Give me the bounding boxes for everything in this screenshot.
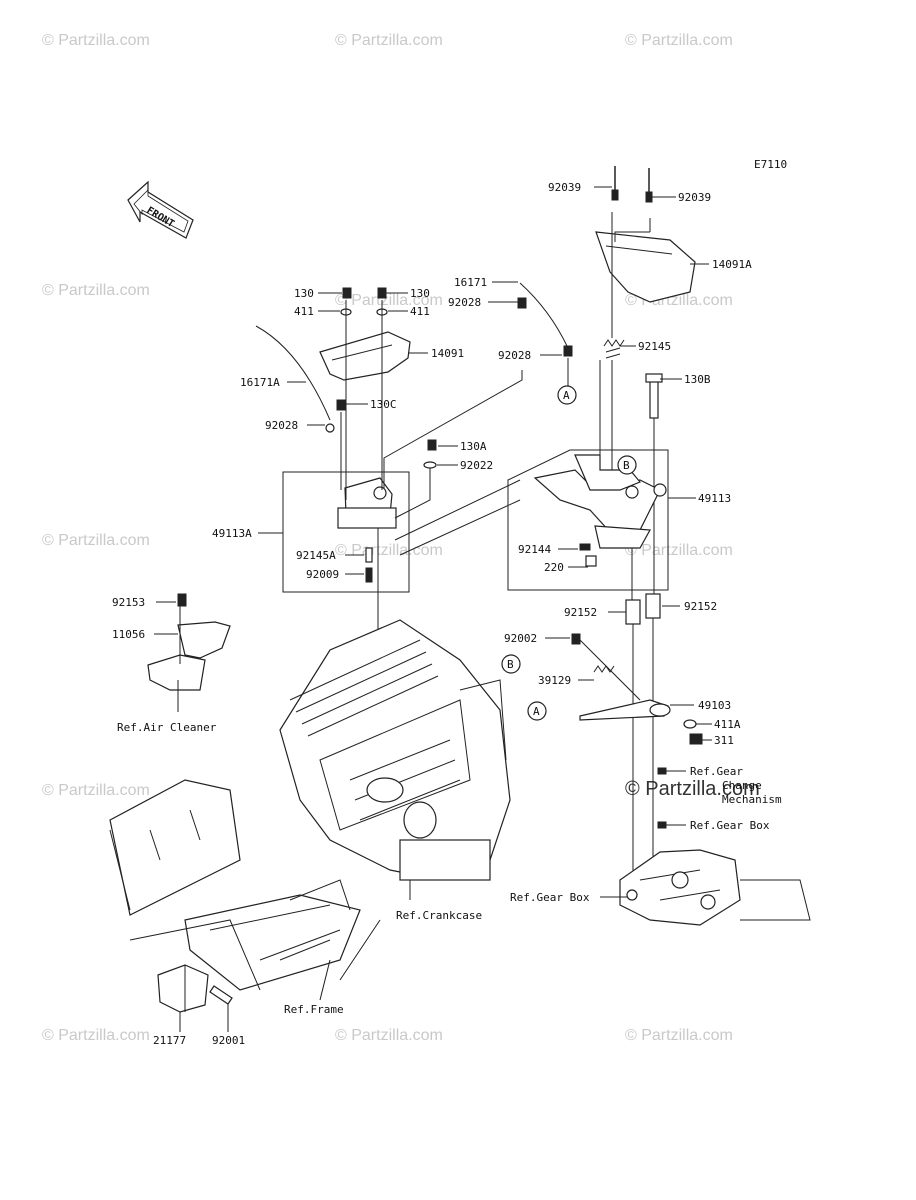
- callout-a-bottom: A: [527, 701, 547, 721]
- assembly-49113a: [255, 287, 523, 690]
- ref-gear-change-line1: Ref.Gear: [690, 765, 743, 778]
- engine-crankcase: [279, 619, 511, 881]
- frame: [109, 779, 381, 991]
- watermark: © Partzilla.com: [625, 32, 733, 49]
- cable-16171: [519, 282, 569, 349]
- label-92028-mid: 92028: [498, 349, 531, 362]
- label-92145: 92145: [638, 340, 671, 353]
- label-92009: 92009: [306, 568, 339, 581]
- ref-crankcase: Ref.Crankcase: [396, 909, 482, 922]
- svg-text:A: A: [563, 389, 570, 402]
- label-14091a: 14091A: [712, 258, 752, 271]
- svg-text:A: A: [533, 705, 540, 718]
- label-130a: 130A: [460, 440, 487, 453]
- bracket-11056: [147, 593, 231, 712]
- label-49113a: 49113A: [212, 527, 252, 540]
- label-411-left: 411: [294, 305, 314, 318]
- front-arrow-icon: FRONT: [127, 180, 194, 239]
- watermark: © Partzilla.com: [42, 1027, 150, 1044]
- ref-frame: Ref.Frame: [284, 1003, 344, 1016]
- label-92144: 92144: [518, 543, 551, 556]
- label-92153: 92153: [112, 596, 145, 609]
- label-92028-top: 92028: [448, 296, 481, 309]
- label-92001: 92001: [212, 1034, 245, 1047]
- label-49113: 49113: [698, 492, 731, 505]
- ref-gear-box-right: Ref.Gear Box: [690, 819, 770, 832]
- ref-air-cleaner: Ref.Air Cleaner: [117, 721, 217, 734]
- label-130-left: 130: [294, 287, 314, 300]
- label-92152-left: 92152: [564, 606, 597, 619]
- label-130b: 130B: [684, 373, 711, 386]
- watermark: © Partzilla.com: [42, 32, 150, 49]
- watermark: © Partzilla.com: [625, 1027, 733, 1044]
- label-11056: 11056: [112, 628, 145, 641]
- ref-gear-change-line2: Change: [722, 779, 762, 792]
- label-130c: 130C: [370, 398, 397, 411]
- svg-text:B: B: [623, 459, 630, 472]
- gear-box: [619, 767, 811, 926]
- label-311: 311: [714, 734, 734, 747]
- lever-49103: [571, 633, 703, 745]
- label-411-right: 411: [410, 305, 430, 318]
- watermark: © Partzilla.com: [335, 32, 443, 49]
- watermark: © Partzilla.com: [42, 282, 150, 299]
- svg-text:B: B: [507, 658, 514, 671]
- label-92022: 92022: [460, 459, 493, 472]
- label-92039-left: 92039: [548, 181, 581, 194]
- watermark: © Partzilla.com: [335, 542, 443, 559]
- watermark: © Partzilla.com: [335, 1027, 443, 1044]
- reference-labels: Ref.Air Cleaner Ref.Gear Change Mechanis…: [117, 721, 782, 1016]
- assembly-49113: [507, 360, 669, 600]
- part-labels: 92039 92039 14091A 16171 92028 130 130 4…: [112, 181, 752, 1047]
- label-220: 220: [544, 561, 564, 574]
- label-92028-left: 92028: [265, 419, 298, 432]
- watermark: © Partzilla.com: [42, 782, 150, 799]
- watermark: © Partzilla.com: [335, 292, 443, 309]
- callout-b-bottom: B: [501, 654, 521, 674]
- label-411a: 411A: [714, 718, 741, 731]
- ref-gear-box-bottom: Ref.Gear Box: [510, 891, 590, 904]
- relay-21177: [157, 964, 233, 1032]
- label-39129: 39129: [538, 674, 571, 687]
- label-130-right: 130: [410, 287, 430, 300]
- watermark: © Partzilla.com: [42, 532, 150, 549]
- label-16171a: 16171A: [240, 376, 280, 389]
- cover-14091a: [595, 166, 696, 338]
- watermark-center: © Partzilla.com: [625, 778, 760, 800]
- diagram-code: E7110: [754, 158, 787, 171]
- watermarks: © Partzilla.com © Partzilla.com © Partzi…: [42, 32, 760, 1044]
- callout-a-top: A: [557, 385, 577, 405]
- label-49103: 49103: [698, 699, 731, 712]
- label-92002: 92002: [504, 632, 537, 645]
- label-92039-right: 92039: [678, 191, 711, 204]
- ref-gear-change-line3: Mechanism: [722, 793, 782, 806]
- leader-lines: [154, 186, 712, 1001]
- label-21177: 21177: [153, 1034, 186, 1047]
- watermark: © Partzilla.com: [625, 542, 733, 559]
- label-14091: 14091: [431, 347, 464, 360]
- callout-b-top: B: [617, 455, 637, 475]
- label-16171: 16171: [454, 276, 487, 289]
- label-92152-right: 92152: [684, 600, 717, 613]
- label-92145a: 92145A: [296, 549, 336, 562]
